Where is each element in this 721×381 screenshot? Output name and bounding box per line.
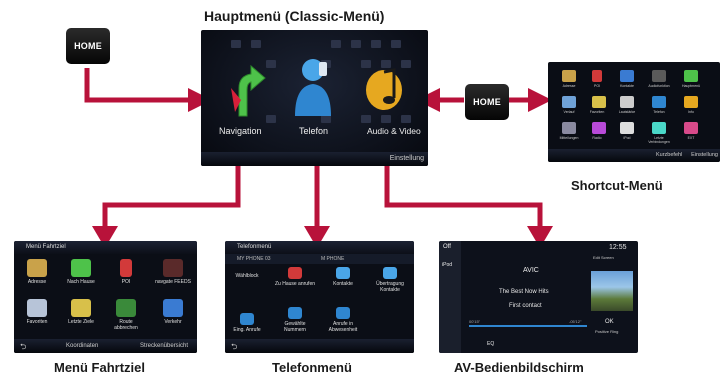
av-tab-off[interactable]: Off xyxy=(443,244,451,250)
shortcut-menu-screen: Adresse POI Kontakte Audiofunktion Haupt… xyxy=(548,62,720,162)
av-source-tabs: Off iPod xyxy=(439,241,461,353)
caption-shortcut-menu: Shortcut-Menü xyxy=(571,178,663,193)
shortcut-label[interactable]: Radio xyxy=(592,136,602,140)
av-side-edit[interactable]: Edit Screen xyxy=(593,255,614,260)
settings-button[interactable]: Einstellung xyxy=(691,152,718,158)
home-icon xyxy=(71,259,91,277)
home-button-right[interactable]: HOME xyxy=(465,84,509,120)
av-tab-ipod[interactable]: iPod xyxy=(442,262,453,268)
coordinates-button[interactable]: Koordinaten xyxy=(66,343,99,349)
arrow-audio-to-av xyxy=(384,138,543,228)
favorites-icon xyxy=(27,299,47,317)
arrow-nav-to-fahrtziel xyxy=(102,138,241,228)
shortcut-label[interactable]: iPod xyxy=(623,136,631,140)
tile-anrufe-abwesenheit[interactable]: Anrufe in Abwesenheit xyxy=(321,307,365,333)
tile-eing-anrufe[interactable]: Eing. Anrufe xyxy=(225,313,269,333)
shortcut-label[interactable]: Info xyxy=(688,110,694,114)
tile-zu-hause-anrufen[interactable]: Zu Hause anrufen xyxy=(273,267,317,287)
tile-uebertragung-kontakte[interactable]: Übertragung Kontakte xyxy=(367,267,413,293)
fahrtziel-footer: ⮌ Koordinaten Streckenübersicht xyxy=(14,339,197,353)
av-clock: 12:55 xyxy=(609,244,627,251)
caption-fahrtziel: Menü Fahrtziel xyxy=(54,360,146,375)
shortcut-label[interactable]: POI xyxy=(593,84,601,88)
av-progress-bar[interactable] xyxy=(469,325,587,327)
tile-navgate-feeds[interactable]: navgate FEEDS xyxy=(154,259,192,285)
audio-video-icon[interactable] xyxy=(364,64,408,114)
shortcut-footer: Kurzbefehl Einstellung xyxy=(548,149,720,162)
av-artist: First contact xyxy=(509,303,542,309)
tile-nach-hause[interactable]: Nach Hause xyxy=(62,259,100,285)
menu-item-navigation[interactable]: Navigation xyxy=(219,126,262,136)
tile-verkehr[interactable]: Verkehr xyxy=(154,299,192,325)
fahrtziel-menu-screen: Menü Fahrtziel Adresse Nach Hause POI na… xyxy=(14,241,197,353)
shortcut-label[interactable]: Audiofunktion xyxy=(648,84,670,88)
dialed-numbers-icon xyxy=(288,307,302,319)
tile-waehlblock[interactable]: Wählblock xyxy=(235,273,259,279)
album-art xyxy=(591,271,633,311)
av-time-remaining: -05'12" xyxy=(569,319,582,324)
phone-status-bar: MY PHONE 03 M PHONE xyxy=(225,254,414,264)
shortcut-label[interactable]: Hauptmenü xyxy=(681,84,701,88)
shortcut-label[interactable]: Letzte Verbindungen xyxy=(648,136,670,144)
back-icon[interactable]: ⮌ xyxy=(20,342,27,351)
route-overview-button[interactable]: Streckenübersicht xyxy=(140,343,189,349)
main-menu-footer: Einstellung xyxy=(201,152,428,166)
contacts-icon xyxy=(336,267,350,279)
shortcut-label[interactable]: Mitteilungen xyxy=(559,136,579,140)
shortcut-button[interactable]: Kurzbefehl xyxy=(656,152,683,158)
tile-gewaehlte-nummern[interactable]: Gewählte Nummern xyxy=(273,307,317,333)
shortcut-label[interactable]: Telefon xyxy=(653,110,665,114)
menu-item-audio-video[interactable]: Audio & Video xyxy=(367,126,421,136)
av-side-positive[interactable]: Positive Ring xyxy=(595,329,619,334)
telefon-footer: ⮌ xyxy=(225,339,414,353)
main-menu-screen: Navigation Telefon Audio & Video Einstel… xyxy=(201,30,428,166)
av-screen: Off iPod AVIC The Best Now Hits First co… xyxy=(439,241,638,353)
av-side-ok[interactable]: OK xyxy=(605,319,614,325)
feeds-icon xyxy=(163,259,183,277)
transfer-icon xyxy=(383,267,397,279)
cancel-route-icon xyxy=(116,299,136,317)
arrow-home-to-main xyxy=(84,68,190,103)
phone-name-right: M PHONE xyxy=(321,256,345,262)
av-time-elapsed: 00'15" xyxy=(469,319,481,324)
phone-name-left: MY PHONE 03 xyxy=(237,256,271,262)
background-icon-grid xyxy=(231,40,411,123)
shortcut-icons xyxy=(562,70,698,134)
shortcut-label[interactable]: EXT xyxy=(687,136,695,140)
av-track-title: AVIC xyxy=(523,267,539,274)
tile-kontakte[interactable]: Kontakte xyxy=(321,267,365,287)
caption-main-menu: Hauptmenü (Classic-Menü) xyxy=(204,8,385,24)
call-home-icon xyxy=(288,267,302,279)
tile-route-abbrechen[interactable]: Route abbrechen xyxy=(107,299,145,331)
tile-adresse[interactable]: Adresse xyxy=(18,259,56,285)
shortcut-label[interactable]: Verlauf xyxy=(563,110,575,114)
shortcut-label[interactable]: Favoriten xyxy=(589,110,605,114)
settings-button[interactable]: Einstellung xyxy=(389,155,424,162)
av-album: The Best Now Hits xyxy=(499,289,549,295)
telefon-menu-screen: Telefonmenü MY PHONE 03 M PHONE Wählbloc… xyxy=(225,241,414,353)
incoming-calls-icon xyxy=(240,313,254,325)
tile-letzte-ziele[interactable]: Letzte Ziele xyxy=(62,299,100,325)
menu-item-telefon[interactable]: Telefon xyxy=(299,126,329,136)
tile-poi[interactable]: POI xyxy=(107,259,145,285)
address-icon xyxy=(27,259,47,277)
poi-icon xyxy=(120,259,132,277)
shortcut-label[interactable]: Lautstärke xyxy=(618,110,636,114)
caption-av-screen: AV-Bedienbildschirm xyxy=(454,360,584,375)
telefon-title: Telefonmenü xyxy=(225,241,414,254)
navigation-icon[interactable] xyxy=(225,52,267,118)
fahrtziel-title: Menü Fahrtziel xyxy=(14,241,197,254)
tile-favoriten[interactable]: Favoriten xyxy=(18,299,56,325)
back-icon[interactable]: ⮌ xyxy=(231,342,238,351)
history-icon xyxy=(71,299,91,317)
missed-calls-icon xyxy=(336,307,350,319)
telefon-icon[interactable] xyxy=(291,56,335,118)
shortcut-label[interactable]: Adresse xyxy=(562,84,576,88)
caption-telefonmenu: Telefonmenü xyxy=(272,360,352,375)
shortcut-label[interactable]: Kontakte xyxy=(620,84,634,88)
home-button-left[interactable]: HOME xyxy=(66,28,110,64)
av-eq-button[interactable]: EQ xyxy=(487,341,495,347)
traffic-icon xyxy=(163,299,183,317)
